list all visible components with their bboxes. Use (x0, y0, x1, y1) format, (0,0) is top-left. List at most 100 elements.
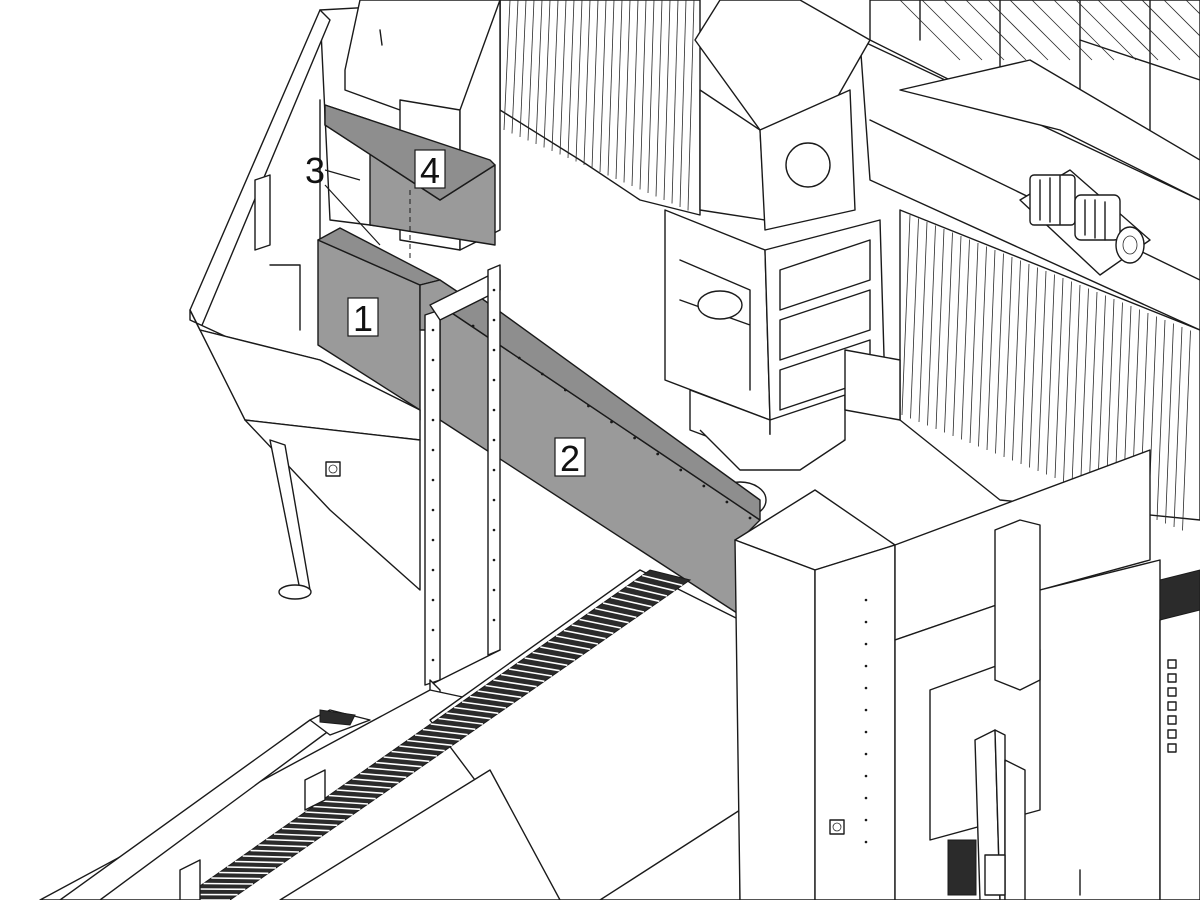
grating-bar (540, 646, 583, 656)
wall-rib (615, 0, 623, 180)
wall-rib (918, 221, 928, 423)
panel-button (1167, 673, 1177, 683)
callout-3: 3 (305, 150, 325, 191)
wall-rib (655, 0, 663, 197)
wall-rib (969, 242, 979, 444)
wall-rib (1020, 263, 1030, 465)
rivet (864, 730, 868, 734)
wall-rib (944, 232, 953, 433)
grating-bar (226, 866, 277, 869)
wall-rib (687, 0, 695, 211)
plate-hatch (1163, 0, 1200, 37)
panel-4 (324, 104, 496, 260)
panel-button (1167, 701, 1177, 711)
floor-plates (39, 569, 741, 900)
wall-rib (995, 253, 1004, 454)
grating-bar (219, 871, 269, 875)
rivet (748, 516, 752, 520)
grating-strip (179, 569, 692, 900)
grating-bar (407, 739, 453, 747)
wall-rib (519, 0, 527, 138)
rivet (864, 796, 868, 800)
wall-rib (663, 0, 671, 201)
grating-bar (375, 761, 422, 768)
plate-hatch (1097, 0, 1159, 61)
wall-rib (952, 235, 962, 437)
rivet (492, 288, 496, 292)
wall-rib (1029, 267, 1038, 468)
grating-bar (454, 706, 499, 715)
wall-rib (599, 0, 607, 173)
plate-hatch (943, 0, 1005, 61)
rivet (492, 498, 496, 502)
rivet (864, 620, 868, 624)
rivet (431, 628, 435, 632)
grating-bar (610, 596, 652, 608)
grating-bar (485, 684, 530, 693)
callout-3-label: 3 (305, 150, 325, 191)
plate-hatch (921, 0, 983, 61)
callout-4-label: 4 (420, 150, 440, 191)
wall-rib (647, 0, 655, 194)
grating-bar (367, 767, 415, 773)
wall-rib (527, 0, 535, 141)
grating-bar (273, 833, 323, 837)
grating-bar (555, 635, 599, 645)
rivet (679, 468, 683, 472)
wall-rib (535, 0, 543, 145)
wall-rib (575, 0, 583, 162)
grating-bar (626, 585, 668, 597)
rivet (864, 774, 868, 778)
callout-4: 4 (414, 149, 446, 191)
grating-bar (446, 712, 491, 720)
grating-bar (383, 756, 430, 763)
grating-bar (399, 745, 445, 752)
rivet (633, 436, 637, 440)
plate-hatch (1141, 0, 1200, 59)
grating-bar (516, 662, 560, 672)
grating-bar (391, 750, 438, 757)
wall-rib (1003, 256, 1013, 458)
grating-bar (360, 772, 407, 779)
wall-rib (1071, 284, 1081, 486)
rivet (492, 468, 496, 472)
wall-rib (639, 0, 647, 190)
wall-rib (543, 0, 551, 148)
grating-bar (281, 827, 330, 832)
panel-button (1167, 715, 1177, 725)
wall-rib (978, 246, 987, 447)
wall-rib (927, 225, 936, 426)
wall-rib (551, 0, 559, 152)
rivet (431, 388, 435, 392)
grating-bar (501, 673, 545, 683)
grating-bar (422, 728, 468, 736)
grating-bar (305, 811, 353, 816)
grating-bar (493, 679, 537, 688)
grating-bar (602, 602, 645, 613)
wall-rib (961, 239, 970, 440)
plate-hatch (899, 0, 961, 61)
wall-rib (1156, 319, 1166, 521)
wall-rib (1012, 260, 1021, 461)
rivet (864, 818, 868, 822)
tool-stand (947, 729, 1081, 900)
rivet (492, 618, 496, 622)
wall-rib (631, 0, 639, 187)
rivet (431, 328, 435, 332)
rivet (492, 408, 496, 412)
grating-bar (328, 794, 376, 800)
plate-hatch (987, 0, 1049, 61)
rivet (587, 404, 590, 408)
grating-bar (532, 651, 576, 661)
rivet (864, 598, 868, 602)
rivet (431, 538, 435, 542)
wall-rib (607, 0, 615, 176)
grating-bar (250, 849, 300, 853)
grating-bar (508, 668, 553, 677)
rivet (864, 664, 868, 668)
wall-rib (583, 0, 591, 166)
wall-rib (1037, 270, 1047, 472)
wall-rib (935, 228, 945, 430)
leader-3a (324, 169, 361, 181)
